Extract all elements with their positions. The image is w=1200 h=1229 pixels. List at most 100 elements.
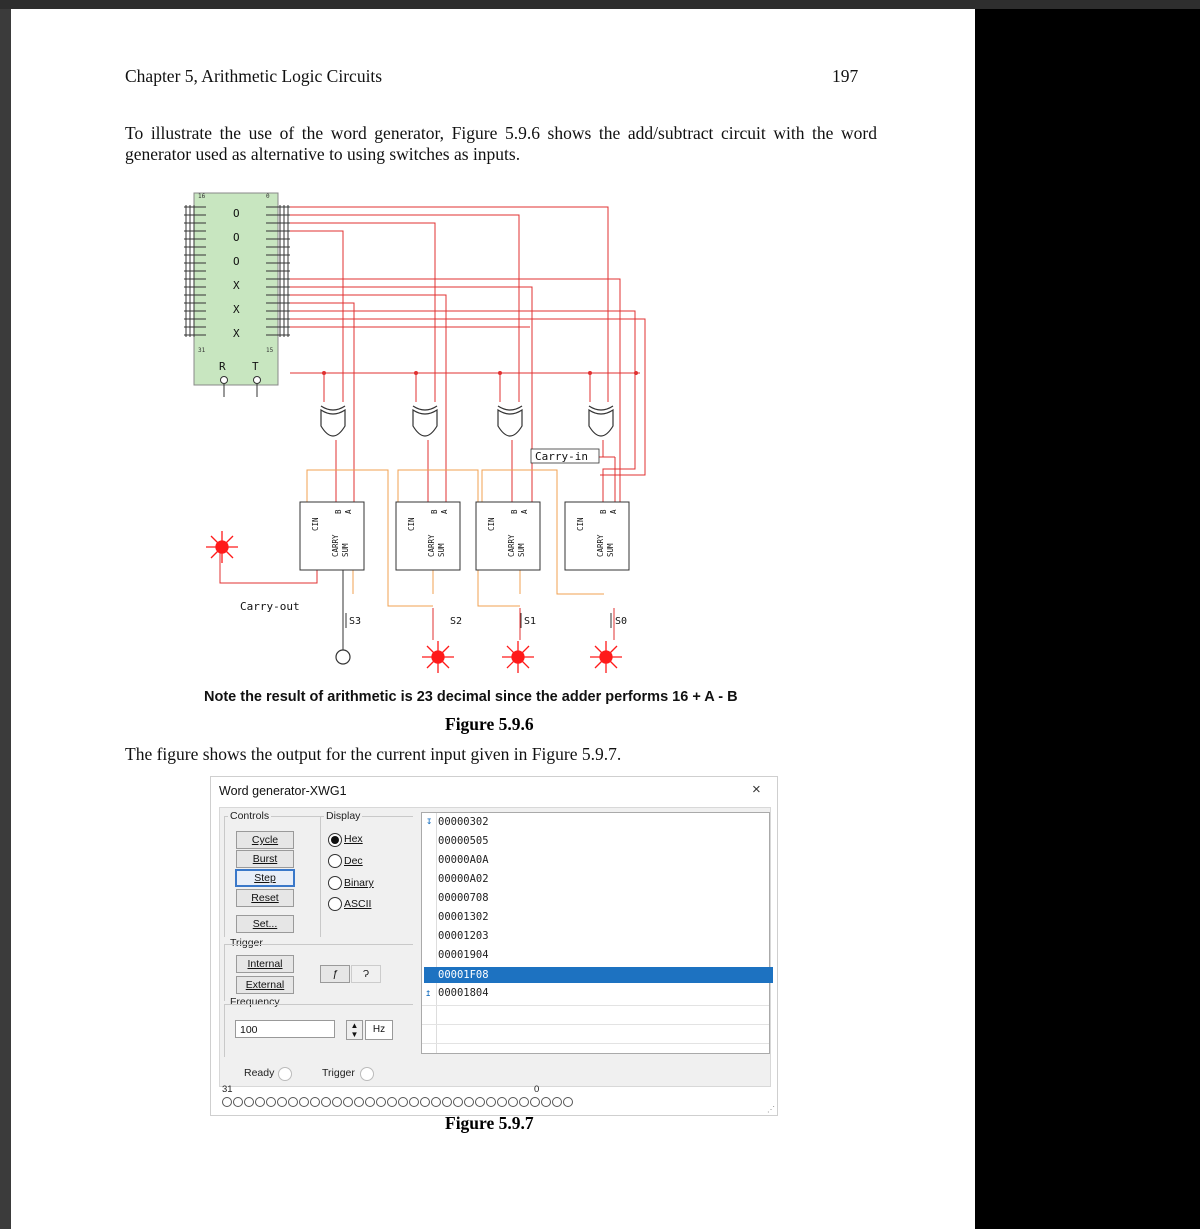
word-list[interactable]: ↧ 00000302 00000505 00000A0A 00000A02 00…	[421, 812, 773, 1054]
gen-state-0: O	[233, 207, 240, 220]
external-button[interactable]: External	[236, 976, 294, 994]
dec-label: Dec	[344, 855, 363, 867]
reset-button[interactable]: Reset	[236, 889, 294, 907]
word-row[interactable]: 00000A0A	[438, 854, 489, 866]
figure-caption-596: Figure 5.9.6	[445, 714, 534, 734]
dec-radio[interactable]	[328, 854, 342, 868]
gen-label-16: 16	[198, 193, 206, 200]
output-pin[interactable]	[288, 1097, 298, 1107]
display-group	[320, 816, 413, 937]
gen-state-3: X	[233, 279, 240, 292]
internal-button[interactable]: Internal	[236, 955, 294, 973]
output-pin[interactable]	[497, 1097, 507, 1107]
output-pin[interactable]	[321, 1097, 331, 1107]
output-pin[interactable]	[244, 1097, 254, 1107]
binary-radio[interactable]	[328, 876, 342, 890]
carry-in-label: Carry-in	[535, 450, 588, 463]
output-pin[interactable]	[255, 1097, 265, 1107]
led-s3-off	[335, 649, 351, 665]
chapter-header: Chapter 5, Arithmetic Logic Circuits	[125, 66, 383, 86]
word-row[interactable]: 00001302	[438, 911, 489, 923]
output-pin[interactable]	[541, 1097, 551, 1107]
carry-out-label: Carry-out	[240, 600, 300, 613]
trigger-indicator	[360, 1067, 374, 1081]
cycle-button[interactable]: Cycle	[236, 831, 294, 849]
output-pin[interactable]	[519, 1097, 529, 1107]
word-row[interactable]: 00000A02	[438, 873, 489, 885]
output-pin[interactable]	[387, 1097, 397, 1107]
output-pin[interactable]	[266, 1097, 276, 1107]
output-pin[interactable]	[233, 1097, 243, 1107]
word-row-empty	[422, 1043, 769, 1044]
output-pin[interactable]	[431, 1097, 441, 1107]
adder2-cin: CIN	[487, 517, 496, 531]
sum-label-s1: S1	[524, 616, 536, 627]
word-row[interactable]: 00001904	[438, 949, 489, 961]
word-row[interactable]: 00001203	[438, 930, 489, 942]
adder2-sum: SUM	[517, 543, 526, 557]
output-pin[interactable]	[376, 1097, 386, 1107]
output-pin[interactable]	[332, 1097, 342, 1107]
burst-button[interactable]: Burst	[236, 850, 294, 868]
adder1-b: B	[430, 509, 439, 514]
close-icon[interactable]: ×	[752, 781, 761, 798]
led-s0-on	[590, 641, 622, 673]
gen-label-0: 0	[266, 193, 270, 200]
resize-grip-icon[interactable]: ⋰	[767, 1105, 775, 1114]
output-pin[interactable]	[343, 1097, 353, 1107]
word-row-selected[interactable]: 00001F08	[424, 967, 773, 983]
figure-caption-597: Figure 5.9.7	[445, 1113, 534, 1133]
output-pin[interactable]	[222, 1097, 232, 1107]
output-pin[interactable]	[464, 1097, 474, 1107]
output-pin[interactable]	[442, 1097, 452, 1107]
output-pin[interactable]	[420, 1097, 430, 1107]
output-pin[interactable]	[563, 1097, 573, 1107]
rising-edge-button[interactable]: ƒ	[320, 965, 350, 983]
word-generator-panel: Controls Cycle Burst Step Reset Set... D…	[219, 807, 773, 1087]
word-row[interactable]: 00000302	[438, 816, 489, 828]
adder-blocks	[299, 501, 630, 571]
frequency-spinner[interactable]: ▲▼	[346, 1020, 363, 1040]
adder3-sum: SUM	[606, 543, 615, 557]
output-pin[interactable]	[508, 1097, 518, 1107]
frequency-group	[224, 1004, 413, 1057]
intro-paragraph: To illustrate the use of the word genera…	[125, 123, 877, 164]
carry-in-box	[530, 448, 600, 464]
mid-paragraph: The figure shows the output for the curr…	[125, 744, 622, 764]
set-button[interactable]: Set...	[236, 915, 294, 933]
led-s1-on	[502, 641, 534, 673]
frequency-input[interactable]: 100	[235, 1020, 335, 1038]
falling-edge-button[interactable]: Ɂ	[351, 965, 381, 983]
gen-r-t-terminals	[220, 376, 261, 397]
output-pin[interactable]	[530, 1097, 540, 1107]
word-generator-symbol	[193, 192, 279, 386]
output-pin[interactable]	[365, 1097, 375, 1107]
output-pin[interactable]	[354, 1097, 364, 1107]
output-pin[interactable]	[409, 1097, 419, 1107]
adder2-a: A	[520, 509, 529, 514]
output-pin[interactable]	[310, 1097, 320, 1107]
frequency-unit[interactable]: Hz	[365, 1020, 393, 1040]
adder2-carry: CARRY	[507, 534, 516, 557]
adder0-carry: CARRY	[331, 534, 340, 557]
hex-radio[interactable]	[328, 833, 342, 847]
output-pin[interactable]	[398, 1097, 408, 1107]
adder1-carry: CARRY	[427, 534, 436, 557]
start-arrow-icon: ↧	[426, 815, 433, 827]
word-row[interactable]: 00001804	[438, 987, 489, 999]
output-pin[interactable]	[299, 1097, 309, 1107]
word-list-gutter	[422, 813, 437, 1053]
output-pin[interactable]	[277, 1097, 287, 1107]
adder-circuit-figure: 16 0 31 15	[184, 192, 646, 673]
output-pin[interactable]	[453, 1097, 463, 1107]
output-pin[interactable]	[486, 1097, 496, 1107]
gen-state-5: X	[233, 327, 240, 340]
output-pin[interactable]	[552, 1097, 562, 1107]
hex-label: Hex	[344, 833, 363, 845]
word-row[interactable]: 00000505	[438, 835, 489, 847]
step-button[interactable]: Step	[235, 869, 295, 887]
adder2-b: B	[510, 509, 519, 514]
output-pin[interactable]	[475, 1097, 485, 1107]
ascii-radio[interactable]	[328, 897, 342, 911]
word-row[interactable]: 00000708	[438, 892, 489, 904]
